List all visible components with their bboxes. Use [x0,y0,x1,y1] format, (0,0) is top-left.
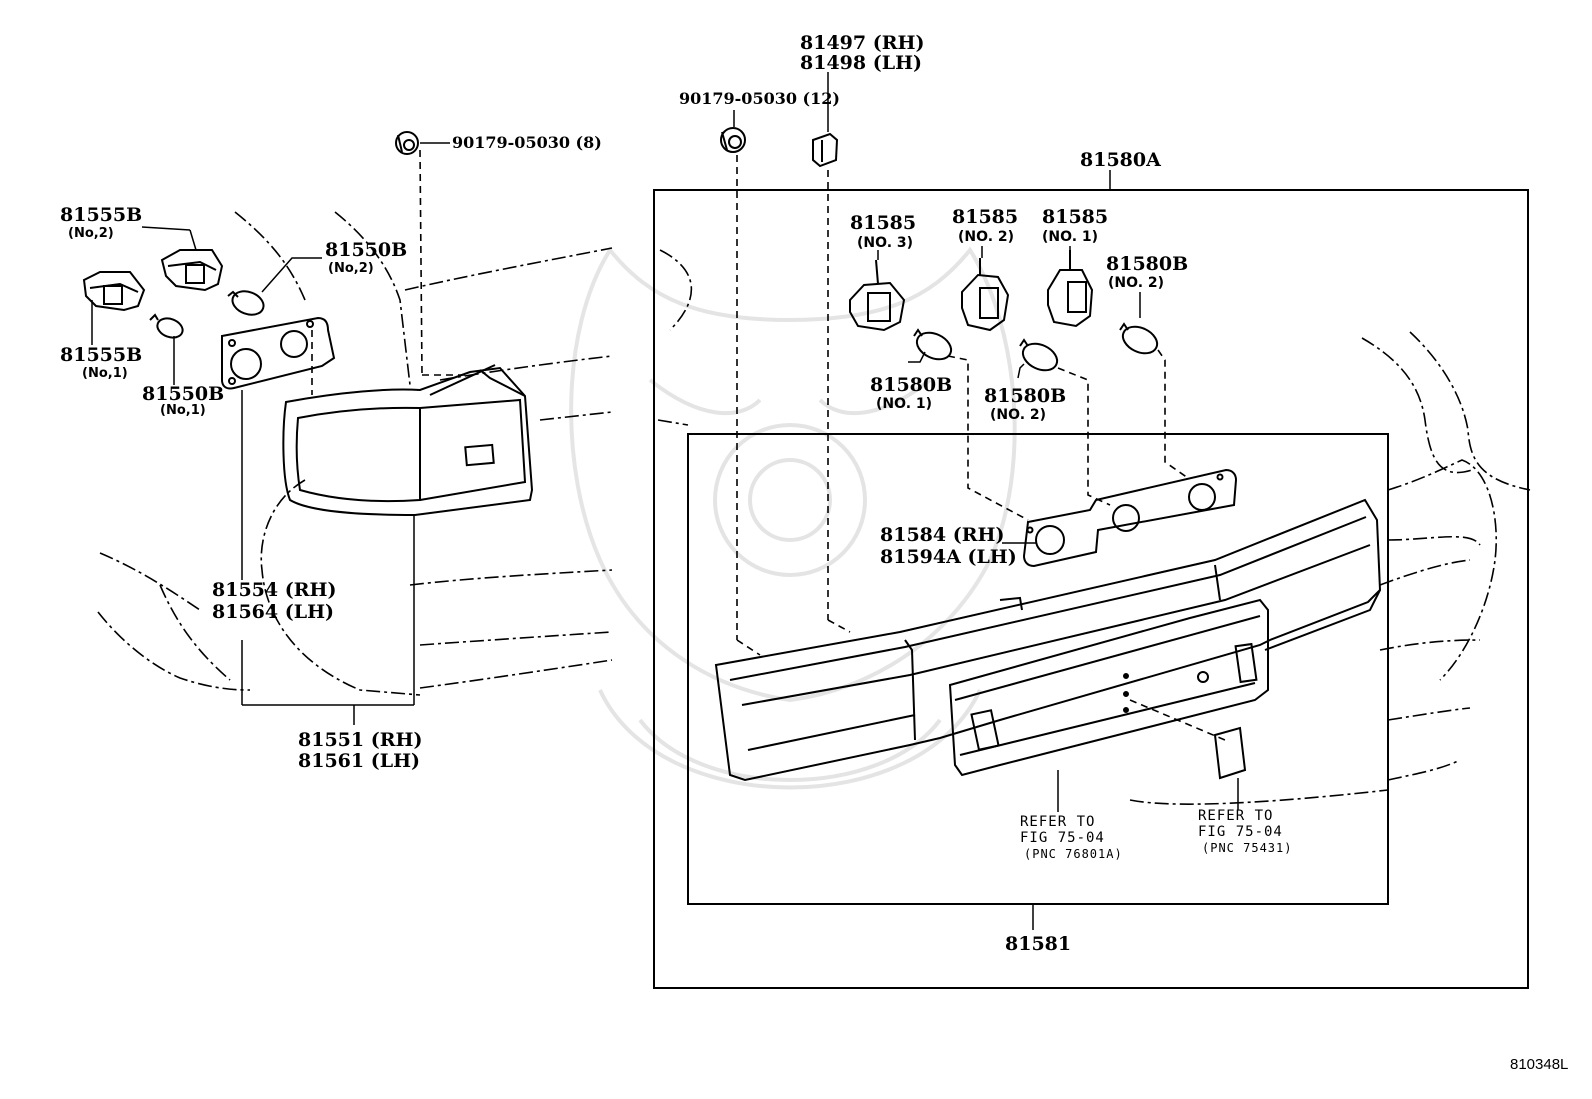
gasket-plate-81584 [1022,468,1238,568]
socket-no1 [1047,250,1094,328]
bulbs-81580B [913,322,1159,372]
note-ref1-line1: REFER TO [1020,814,1096,830]
left-sockets-bulbs [82,249,265,339]
label-81497: 81497 (RH) [800,32,925,54]
socket-no2 [961,258,1010,332]
lamp-gasket-plate [221,316,336,390]
label-81554: 81554 (RH) [212,579,337,601]
label-81550B-no2-sub: (No,2) [328,261,374,276]
label-clip-8: 90179-05030 (8) [452,133,602,152]
label-81594A: 81594A (LH) [880,546,1017,568]
label-81585-no2: 81585 [952,206,1019,228]
figure-code: 810348L [1510,1056,1569,1073]
label-81585-no3: 81585 [850,212,917,234]
right-leader-lines [733,72,1239,812]
label-81550B-no1-sub: (No,1) [160,403,206,418]
label-81498: 81498 (LH) [800,52,923,74]
clip-8 [395,131,419,155]
note-ref1-line2: FIG 75-04 [1020,830,1105,846]
label-81580B-top: 81580B [1106,253,1189,275]
bracket-81497 [812,132,839,168]
left-dashed-leaders [311,149,470,395]
left-leader-lines [91,142,450,725]
label-81555B-no1: 81555B [60,344,143,366]
label-81564: 81564 (LH) [212,601,335,623]
rear-combination-lamp [282,364,534,517]
clip-12 [720,127,746,153]
label-81580B-no1-sub: (NO. 1) [876,396,933,412]
label-81585-no3-sub: (NO. 3) [857,235,914,251]
assembly-box-81581 [687,433,1389,905]
note-ref2-line2: FIG 75-04 [1198,824,1283,840]
watermark-emblem [569,246,1017,790]
label-clip-12: 90179-05030 (12) [679,89,840,108]
label-81581: 81581 [1005,933,1072,955]
label-81580B-no2: 81580B [984,385,1067,407]
right-car-body-outline [657,249,1531,805]
sockets-81585 [849,250,1094,332]
label-81561: 81561 (LH) [298,750,421,772]
label-81580A: 81580A [1080,149,1161,171]
label-81555B-no1-sub: (No,1) [82,366,128,381]
label-81580B-no2-sub: (NO. 2) [990,407,1047,423]
label-81551: 81551 (RH) [298,729,423,751]
label-81585-no1: 81585 [1042,206,1109,228]
label-81555B-no2: 81555B [60,204,143,226]
note-ref1-line3: (PNC 76801A) [1024,847,1123,861]
left-car-body-outline [97,211,613,696]
label-81550B-no1: 81550B [142,383,225,405]
note-ref2-line1: REFER TO [1198,808,1274,824]
label-81585-no1-sub: (NO. 1) [1042,229,1099,245]
label-81580B-top-sub: (NO. 2) [1108,275,1165,291]
note-ref2-line3: (PNC 75431) [1202,841,1293,855]
socket-no3 [849,259,906,332]
label-81580B-no1: 81580B [870,374,953,396]
right-dashed-leaders [736,155,1226,741]
label-81555B-no2-sub: (No,2) [68,226,114,241]
label-81550B-no2: 81550B [325,239,408,261]
rear-garnish-81581 [714,498,1382,782]
label-81584: 81584 (RH) [880,524,1005,546]
label-81585-no2-sub: (NO. 2) [958,229,1015,245]
assembly-box-81580A [653,189,1529,989]
